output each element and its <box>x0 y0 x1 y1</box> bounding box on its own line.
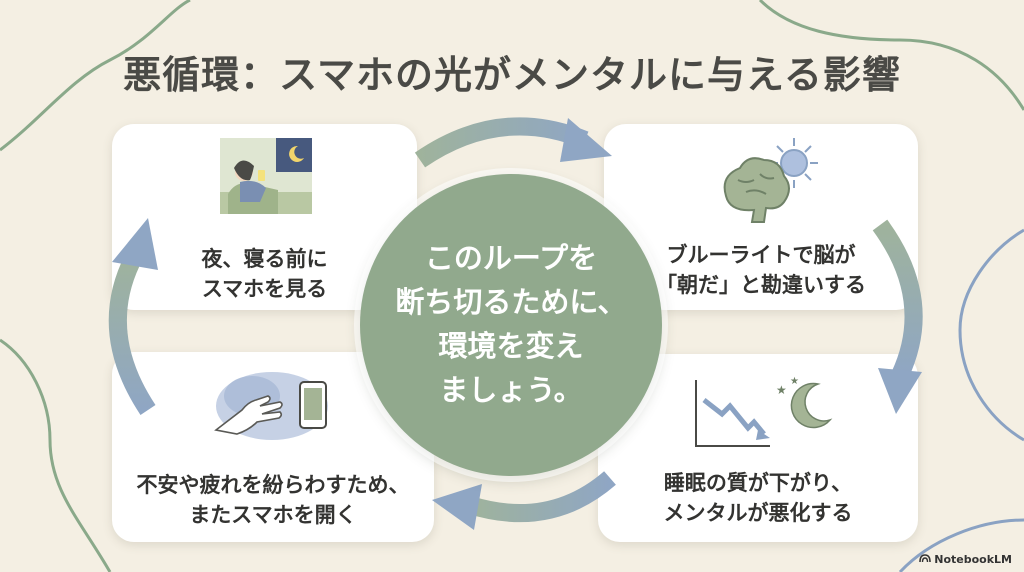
step-2-line-1: ブルーライトで脳が <box>666 243 856 267</box>
brain-with-sun-icon <box>723 138 818 223</box>
arrow-right <box>872 219 923 414</box>
person-in-bed-with-phone-icon <box>220 138 312 214</box>
step-card-3: ★ ★ 睡眠の質が下がり、 メンタルが悪化する <box>598 354 918 542</box>
center-line-4: ましょう。 <box>439 373 583 407</box>
step-2-line-2: 「朝だ」と勘違いする <box>656 273 866 297</box>
hand-reaching-phone-icon <box>214 372 328 440</box>
step-1-line-1: 夜、寝る前に <box>201 247 328 271</box>
center-line-3: 環境を変え <box>438 329 584 363</box>
step-4-line-2: またスマホを開く <box>189 503 357 527</box>
step-1-line-2: スマホを見る <box>201 277 328 301</box>
svg-text:★: ★ <box>790 376 799 387</box>
page-title: 悪循環：スマホの光がメンタルに与える影響 <box>123 53 901 97</box>
center-message-circle: このループを 断ち切るために、 環境を変え ましょう。 <box>360 174 662 476</box>
step-card-2: ブルーライトで脳が 「朝だ」と勘違いする <box>604 124 918 310</box>
step-card-1: 夜、寝る前に スマホを見る <box>112 124 417 310</box>
step-4-line-1: 不安や疲れを紛らわすため、 <box>136 473 410 497</box>
arrow-left <box>108 218 158 415</box>
brand-name: NotebookLM <box>934 553 1012 566</box>
arrow-bottom <box>432 471 616 530</box>
center-line-2: 断ち切るために、 <box>395 285 627 319</box>
notebooklm-logo-icon <box>919 554 932 563</box>
step-3-line-2: メンタルが悪化する <box>663 501 853 525</box>
step-3-line-1: 睡眠の質が下がり、 <box>663 471 853 495</box>
svg-text:★: ★ <box>776 383 787 397</box>
brand-watermark: NotebookLM <box>919 553 1012 566</box>
step-card-4: 不安や疲れを紛らわすため、 またスマホを開く <box>112 352 434 542</box>
center-line-1: このループを <box>424 241 598 275</box>
declining-chart-with-moon-icon: ★ ★ <box>695 376 833 447</box>
arrow-top <box>414 117 612 168</box>
